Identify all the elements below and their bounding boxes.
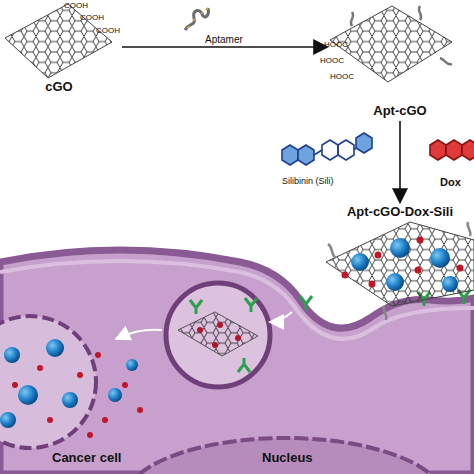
graphene-sheet <box>5 4 112 78</box>
stage-node: Apt-cGO-Dox-Sili <box>326 204 474 304</box>
text-label: COOH <box>64 1 88 10</box>
text-label: HOOC <box>324 40 348 49</box>
graphene-sheet <box>178 312 258 356</box>
text-label: Silibinin (Sili) <box>282 176 334 186</box>
text-label: COOH <box>96 26 120 35</box>
released-drugs <box>0 339 143 438</box>
process-arrow <box>122 46 326 48</box>
receptor <box>190 290 470 372</box>
edge-label: Aptamer <box>205 34 243 45</box>
lysosome <box>0 316 96 448</box>
endosome <box>166 283 270 387</box>
text-label: Dox <box>440 176 461 188</box>
aptamer-strand <box>351 6 452 64</box>
text-label: COOH <box>80 13 104 22</box>
node-label: Apt-cGO-Dox-Sili <box>347 204 453 219</box>
aptamer-icon <box>185 8 208 30</box>
silibinin-molecule <box>282 133 372 165</box>
loaded-drugs <box>342 237 464 293</box>
text-label: Cancer cell <box>52 450 121 465</box>
graphene-sheet <box>330 6 452 82</box>
stage-node: Apt-cGO <box>330 0 470 118</box>
graphene-sheet <box>326 222 474 306</box>
release-arrow <box>118 330 162 338</box>
text-label: HOOC <box>330 72 354 81</box>
text-label: Nucleus <box>262 450 313 465</box>
process-arrow <box>399 121 401 201</box>
text-label: HOOC <box>320 56 344 65</box>
loaded-drugs <box>197 322 241 348</box>
aptamer-bases <box>187 8 208 28</box>
aptamer-strand <box>328 222 470 320</box>
nucleus-shape <box>125 438 445 474</box>
node-label: cGO <box>45 79 72 94</box>
doxorubicin-molecule <box>430 140 474 160</box>
node-label: Apt-cGO <box>373 103 426 118</box>
uptake-arrow <box>272 312 292 322</box>
